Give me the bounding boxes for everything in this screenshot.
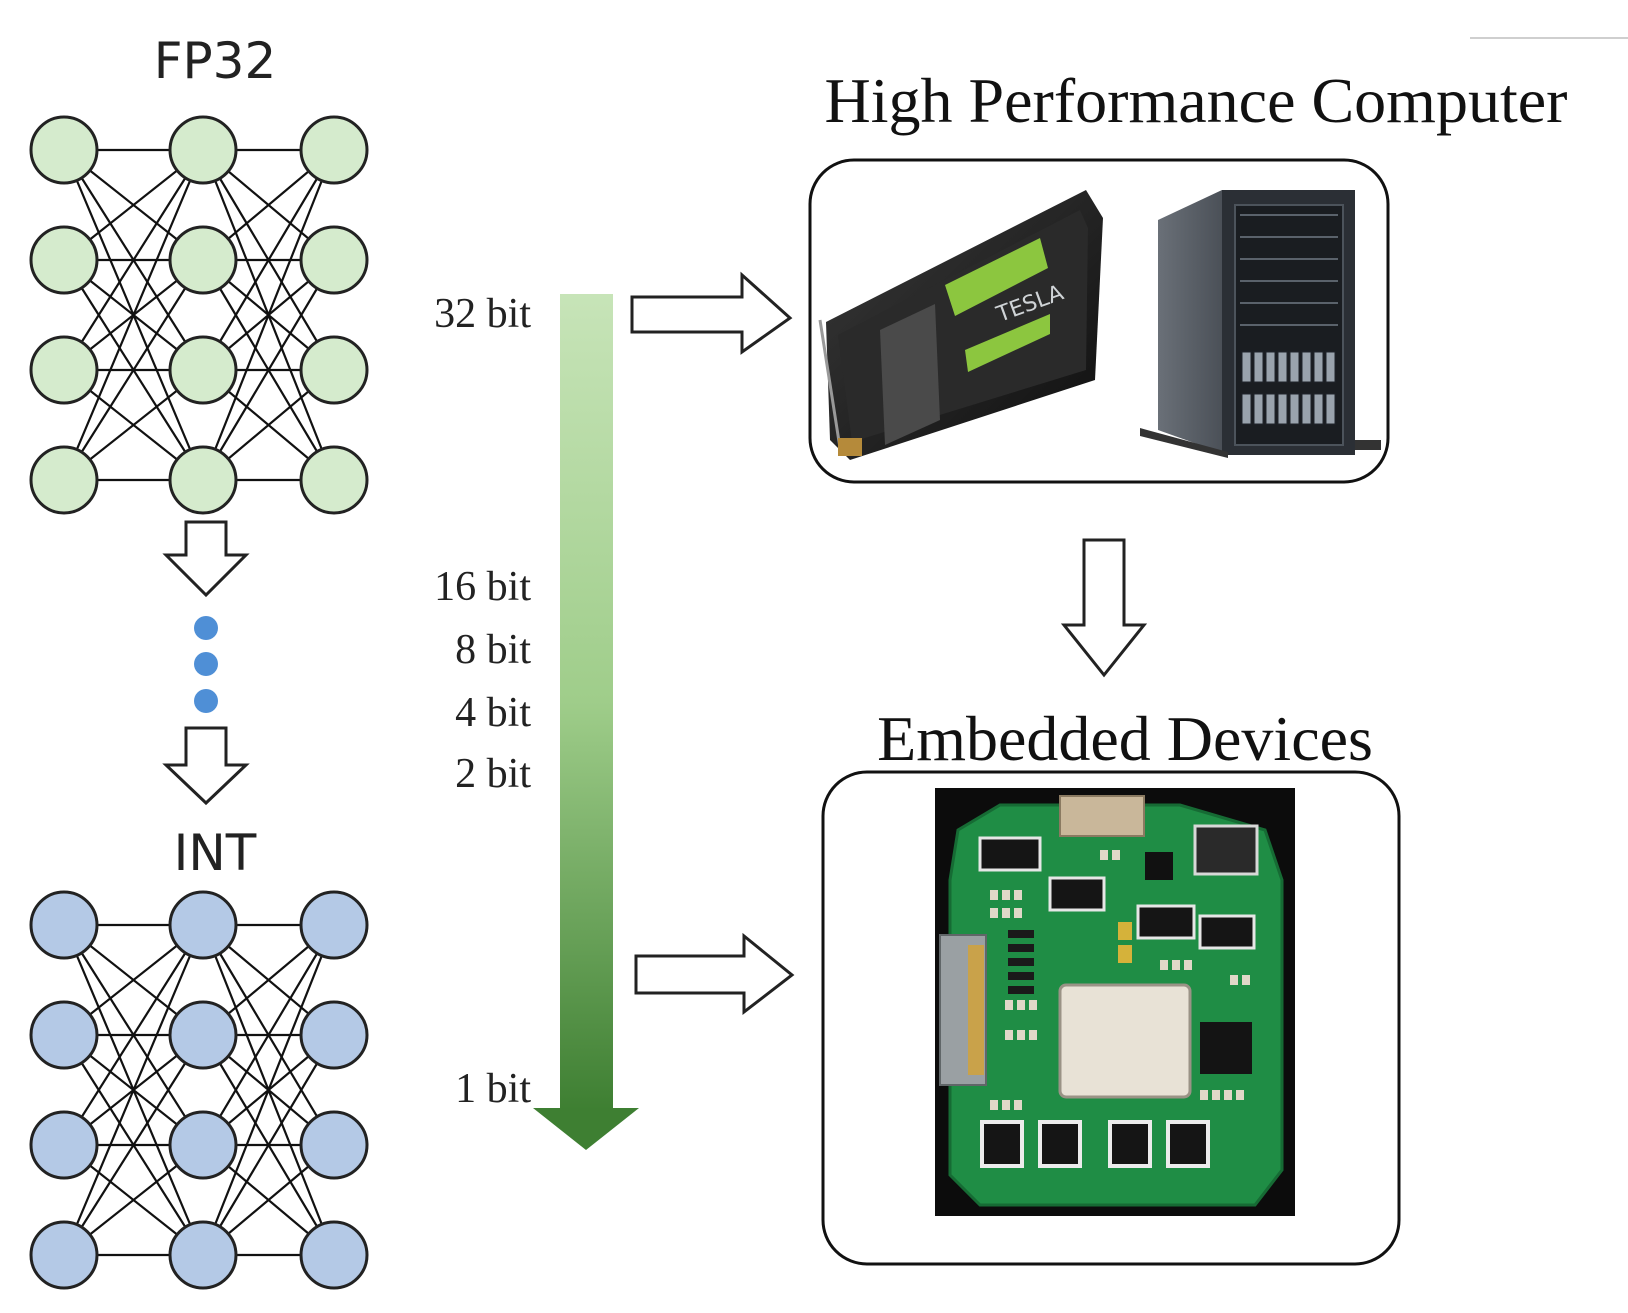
network-node	[299, 445, 369, 515]
down-arrow-icon	[162, 726, 250, 806]
network-node	[299, 1110, 369, 1180]
network-node	[299, 1000, 369, 1070]
network-node	[299, 1220, 369, 1290]
network-node	[29, 225, 99, 295]
network-node	[168, 445, 238, 515]
network-node	[29, 1000, 99, 1070]
fp32-label: FP32	[154, 32, 277, 90]
bit-label-4: 4 bit	[455, 690, 531, 736]
down-arrow-icon	[162, 520, 250, 598]
bit-width-gradient-arrow	[533, 294, 639, 1150]
right-arrow-icon	[634, 932, 795, 1016]
bit-label-16: 16 bit	[434, 564, 531, 610]
network-node	[299, 335, 369, 405]
network-node	[299, 890, 369, 960]
network-node	[29, 1110, 99, 1180]
embedded-title: Embedded Devices	[877, 703, 1373, 774]
network-node	[168, 1220, 238, 1290]
bit-label-8: 8 bit	[455, 627, 531, 673]
network-node	[168, 115, 238, 185]
network-node	[29, 445, 99, 515]
int-label: INT	[174, 824, 257, 882]
network-node	[29, 890, 99, 960]
right-arrow-icon	[630, 271, 793, 355]
int-network	[29, 890, 369, 1290]
network-node	[29, 1220, 99, 1290]
network-node	[168, 335, 238, 405]
circuit-board-icon	[935, 788, 1295, 1216]
tower-server-icon	[1140, 190, 1381, 458]
down-arrow-icon	[1060, 538, 1148, 678]
network-node	[168, 890, 238, 960]
network-node	[29, 335, 99, 405]
hpc-title: High Performance Computer	[825, 65, 1568, 136]
network-node	[299, 115, 369, 185]
gpu-card-icon: TESLA	[818, 190, 1103, 460]
bit-label-2: 2 bit	[455, 751, 531, 797]
ellipsis-dot	[194, 652, 218, 676]
ellipsis-dot	[194, 689, 218, 713]
fp32-network	[29, 115, 369, 515]
network-node	[299, 225, 369, 295]
network-node	[29, 115, 99, 185]
bit-label-32: 32 bit	[434, 291, 531, 337]
network-node	[168, 225, 238, 295]
bit-label-1: 1 bit	[455, 1066, 531, 1112]
network-node	[168, 1110, 238, 1180]
ellipsis-dot	[194, 616, 218, 640]
network-node	[168, 1000, 238, 1070]
